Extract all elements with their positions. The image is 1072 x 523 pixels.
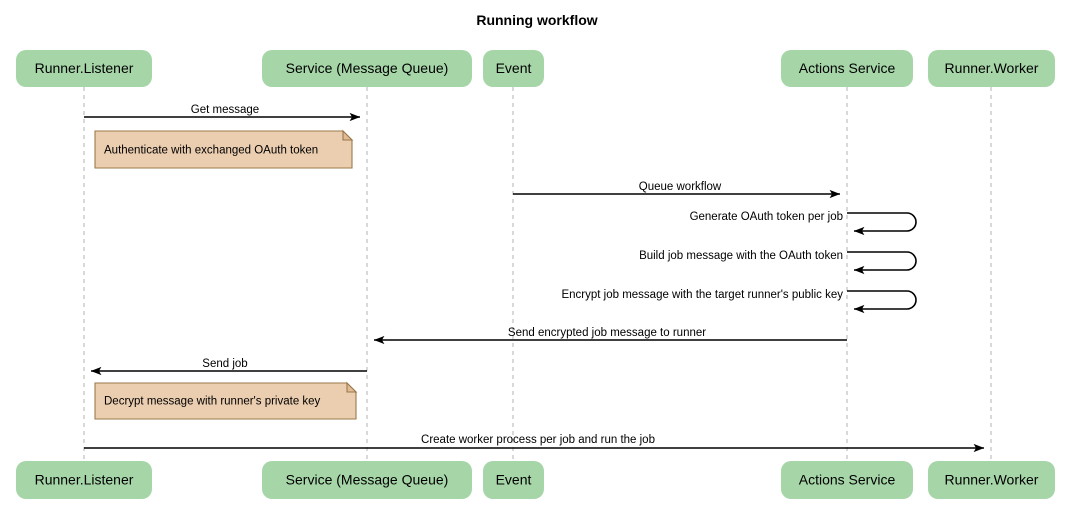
note-authenticate-with-exchanged-oauth-token: Authenticate with exchanged OAuth token (94, 129, 354, 169)
participant-box[interactable] (16, 461, 152, 499)
participant-label: Actions Service (799, 60, 896, 76)
participant-event-bottom[interactable]: Event (483, 461, 544, 499)
participant-label: Runner.Worker (945, 60, 1039, 76)
participant-box[interactable] (262, 50, 472, 87)
participant-box[interactable] (483, 50, 544, 87)
participant-box[interactable] (16, 50, 152, 87)
participants-footer: Runner.Listener Service (Message Queue) … (16, 461, 1055, 499)
participant-actions-service-bottom[interactable]: Actions Service (781, 461, 913, 499)
participant-label: Runner.Listener (35, 472, 134, 488)
participant-label: Event (496, 472, 532, 488)
note-fold-corner (346, 381, 358, 393)
participant-label: Event (496, 60, 532, 76)
participant-service-message-queue-bottom[interactable]: Service (Message Queue) (262, 461, 472, 499)
message-label: Encrypt job message with the target runn… (561, 289, 843, 301)
message-label: Build job message with the OAuth token (639, 250, 843, 262)
message-generate-oauth-token-per-job: Generate OAuth token per job (690, 211, 917, 236)
note-fold-corner (342, 129, 354, 141)
message-build-job-message-with-the-oauth-token: Build job message with the OAuth token (639, 250, 917, 275)
message-send-encrypted-job-message-to-runner: Send encrypted job message to runner (373, 327, 847, 345)
participant-runner-listener-top[interactable]: Runner.Listener (16, 50, 152, 87)
self-loop-arrow (847, 212, 917, 236)
participant-box[interactable] (928, 461, 1055, 499)
message-queue-workflow: Queue workflow (513, 181, 841, 199)
participant-label: Runner.Worker (945, 472, 1039, 488)
message-label: Generate OAuth token per job (690, 211, 843, 223)
participant-box[interactable] (781, 50, 913, 87)
message-encrypt-job-message-with-the-target-runners-public-key: Encrypt job message with the target runn… (561, 289, 917, 314)
self-loop-arrow (847, 251, 917, 275)
note-label: Authenticate with exchanged OAuth token (104, 145, 318, 157)
message-label: Queue workflow (639, 181, 722, 193)
note-label: Decrypt message with runner's private ke… (104, 396, 321, 408)
message-get-message: Get message (84, 104, 361, 122)
participant-actions-service-top[interactable]: Actions Service (781, 50, 913, 87)
participant-label: Runner.Listener (35, 60, 134, 76)
participant-service-message-queue-top[interactable]: Service (Message Queue) (262, 50, 472, 87)
participant-box[interactable] (483, 461, 544, 499)
page-title: Running workflow (476, 12, 597, 28)
message-label: Get message (191, 104, 259, 116)
participant-runner-worker-top[interactable]: Runner.Worker (928, 50, 1055, 87)
participant-box[interactable] (781, 461, 913, 499)
participant-label: Actions Service (799, 472, 896, 488)
participant-box[interactable] (262, 461, 472, 499)
message-label: Create worker process per job and run th… (421, 434, 655, 446)
note-body (94, 382, 357, 420)
lifelines-group (83, 87, 992, 461)
participants-header: Runner.Listener Service (Message Queue) … (16, 50, 1055, 87)
message-create-worker-process-per-job-and-run-the-job: Create worker process per job and run th… (84, 434, 985, 453)
participant-label: Service (Message Queue) (286, 472, 449, 488)
participant-runner-listener-bottom[interactable]: Runner.Listener (16, 461, 152, 499)
note-decrypt-message-with-runners-private-key: Decrypt message with runner's private ke… (94, 381, 358, 420)
message-label: Send encrypted job message to runner (508, 327, 706, 339)
participant-label: Service (Message Queue) (286, 60, 449, 76)
message-send-job: Send job (90, 358, 367, 376)
participant-box[interactable] (928, 50, 1055, 87)
message-label: Send job (202, 358, 247, 370)
participant-event-top[interactable]: Event (483, 50, 544, 87)
self-loop-arrow (847, 290, 917, 314)
note-body (94, 130, 353, 169)
participant-runner-worker-bottom[interactable]: Runner.Worker (928, 461, 1055, 499)
